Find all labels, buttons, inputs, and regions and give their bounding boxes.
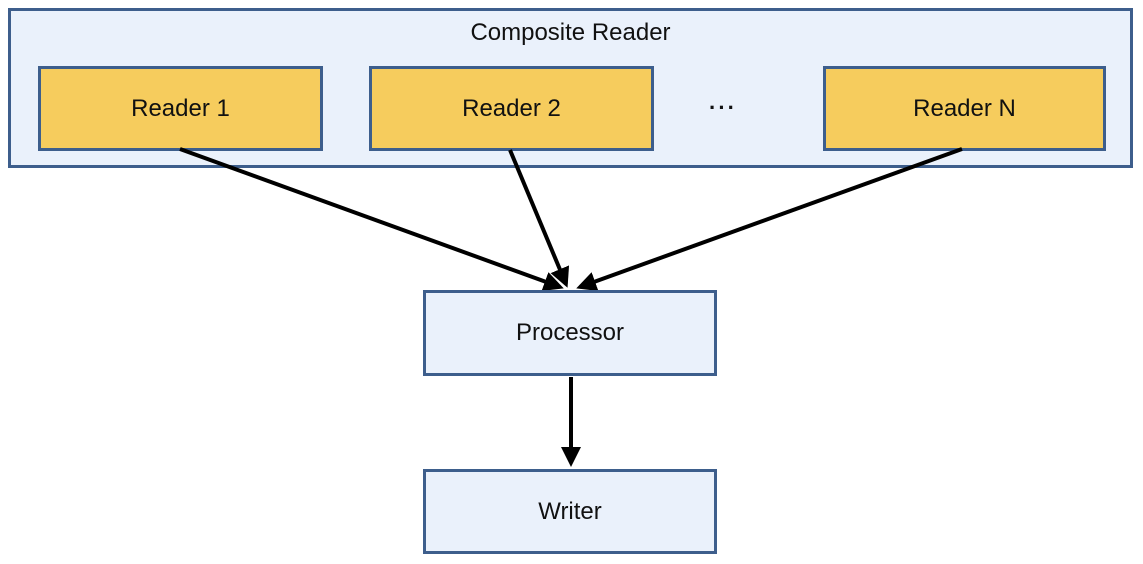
arrow-reader1-to-processor bbox=[179, 147, 564, 291]
processor-label: Processor bbox=[515, 319, 625, 346]
reader-2-node: Reader 2 bbox=[369, 66, 654, 151]
reader-1-node: Reader 1 bbox=[38, 66, 323, 151]
arrow-readern-to-processor bbox=[576, 147, 963, 291]
reader-n-node: Reader N bbox=[823, 66, 1106, 151]
writer-node: Writer bbox=[423, 469, 717, 554]
readers-ellipsis: ··· bbox=[709, 95, 737, 120]
writer-label: Writer bbox=[538, 497, 602, 525]
processor-node: Processor bbox=[423, 290, 717, 376]
reader-n-label: Reader N bbox=[913, 94, 1016, 122]
reader-1-label: Reader 1 bbox=[131, 94, 230, 122]
arrow-reader2-to-processor bbox=[508, 149, 570, 288]
composite-reader-title: Composite Reader bbox=[470, 19, 671, 46]
composite-reader-group: Composite Reader Reader 1 Reader 2 ··· R… bbox=[8, 8, 1133, 168]
reader-2-label: Reader 2 bbox=[462, 94, 561, 122]
